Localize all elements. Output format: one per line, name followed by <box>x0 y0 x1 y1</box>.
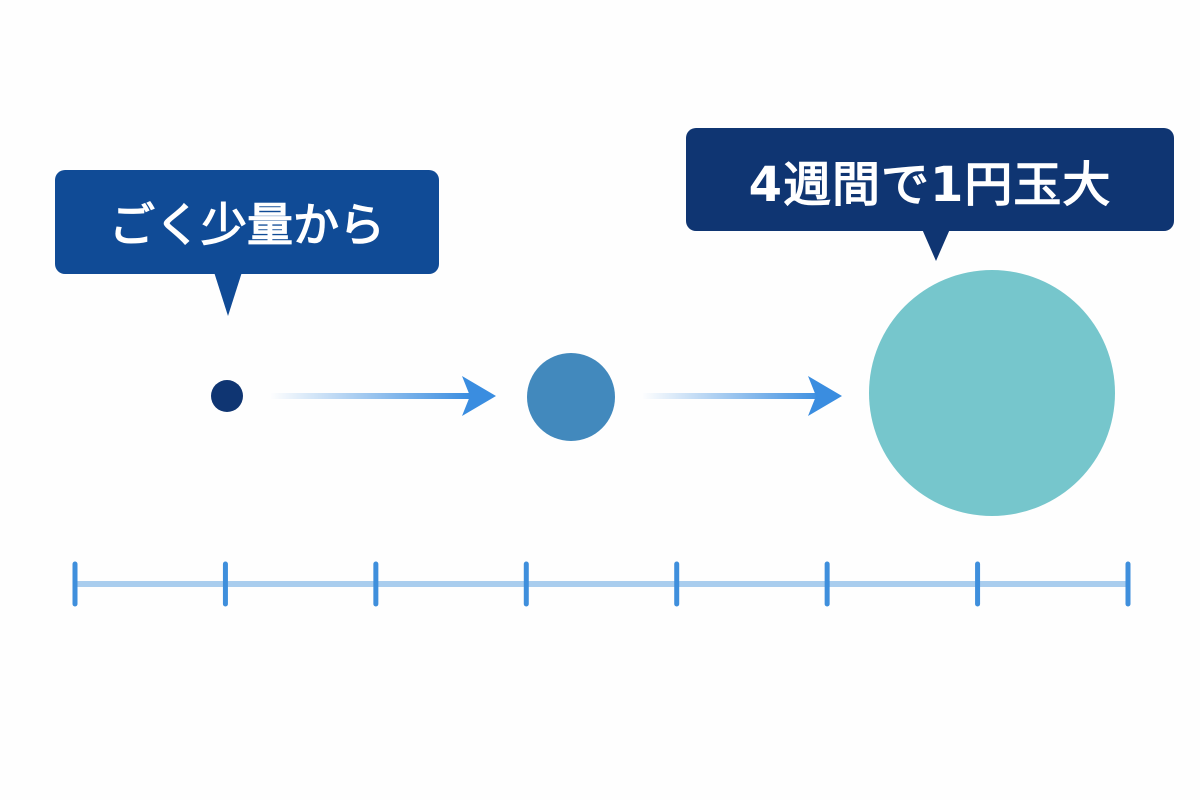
medium-circle <box>527 353 615 441</box>
end-callout-label: 4週間で1円玉大 <box>748 156 1112 213</box>
start-callout-label: ごく少量から <box>109 198 385 252</box>
arrow-right-icon <box>270 376 496 416</box>
callout-pointer <box>214 272 242 316</box>
timeline-axis <box>72 561 1131 607</box>
callout-pointer <box>922 229 950 261</box>
small-dot <box>211 380 243 412</box>
start-callout: ごく少量から <box>55 170 439 316</box>
large-circle <box>869 270 1115 516</box>
end-callout: 4週間で1円玉大 <box>686 128 1174 261</box>
arrow-right-icon <box>642 376 842 416</box>
